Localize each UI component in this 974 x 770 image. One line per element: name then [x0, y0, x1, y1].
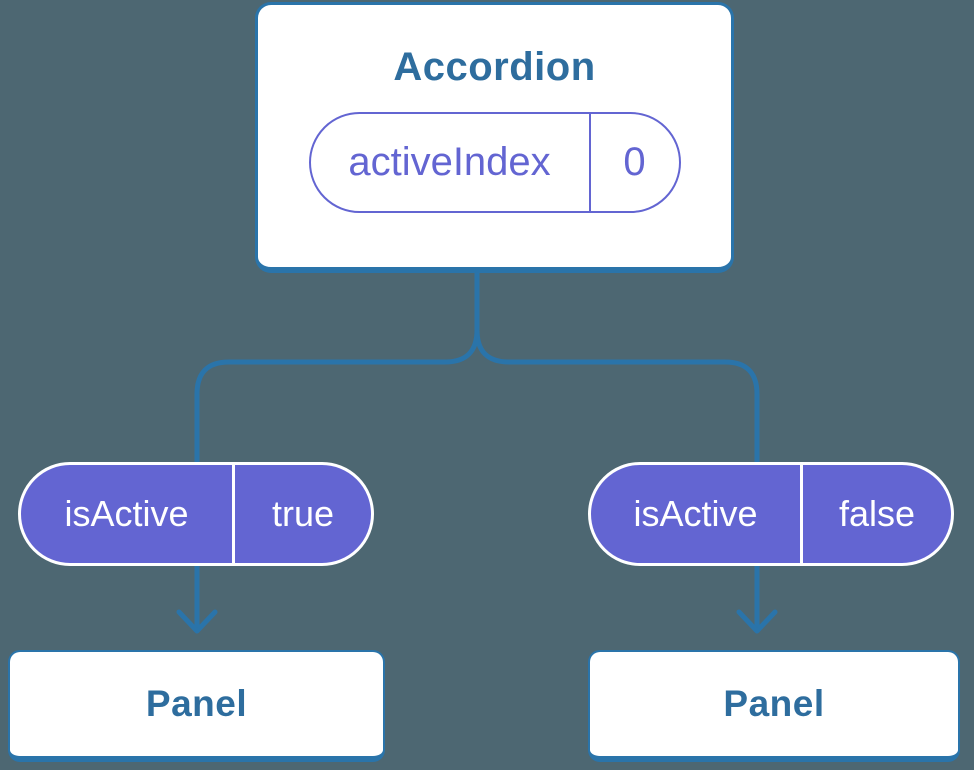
- panel-node-title: Panel: [145, 683, 248, 724]
- prop-pill-isactive-false: isActive false: [588, 462, 954, 566]
- prop-pill-label: isActive: [633, 493, 758, 534]
- state-pill-activeindex: activeIndex 0: [308, 112, 681, 213]
- prop-pill-value: true: [232, 465, 371, 563]
- connector-right-branch: [474, 270, 760, 627]
- panel-node-right: Panel: [588, 650, 960, 762]
- connector-left-branch: [194, 270, 480, 627]
- state-pill-value: 0: [588, 114, 679, 211]
- prop-pill-isactive-true: isActive true: [18, 462, 374, 566]
- right-arrow-down-icon: [736, 609, 778, 634]
- panel-node-left: Panel: [8, 650, 385, 762]
- panel-node-title: Panel: [723, 683, 825, 724]
- state-pill-label: activeIndex: [348, 140, 551, 184]
- accordion-node-title: Accordion: [393, 45, 596, 89]
- left-arrow-down-icon: [176, 609, 218, 634]
- accordion-node: Accordion activeIndex 0: [255, 2, 734, 273]
- prop-pill-value: false: [800, 465, 951, 563]
- prop-pill-label: isActive: [64, 493, 189, 534]
